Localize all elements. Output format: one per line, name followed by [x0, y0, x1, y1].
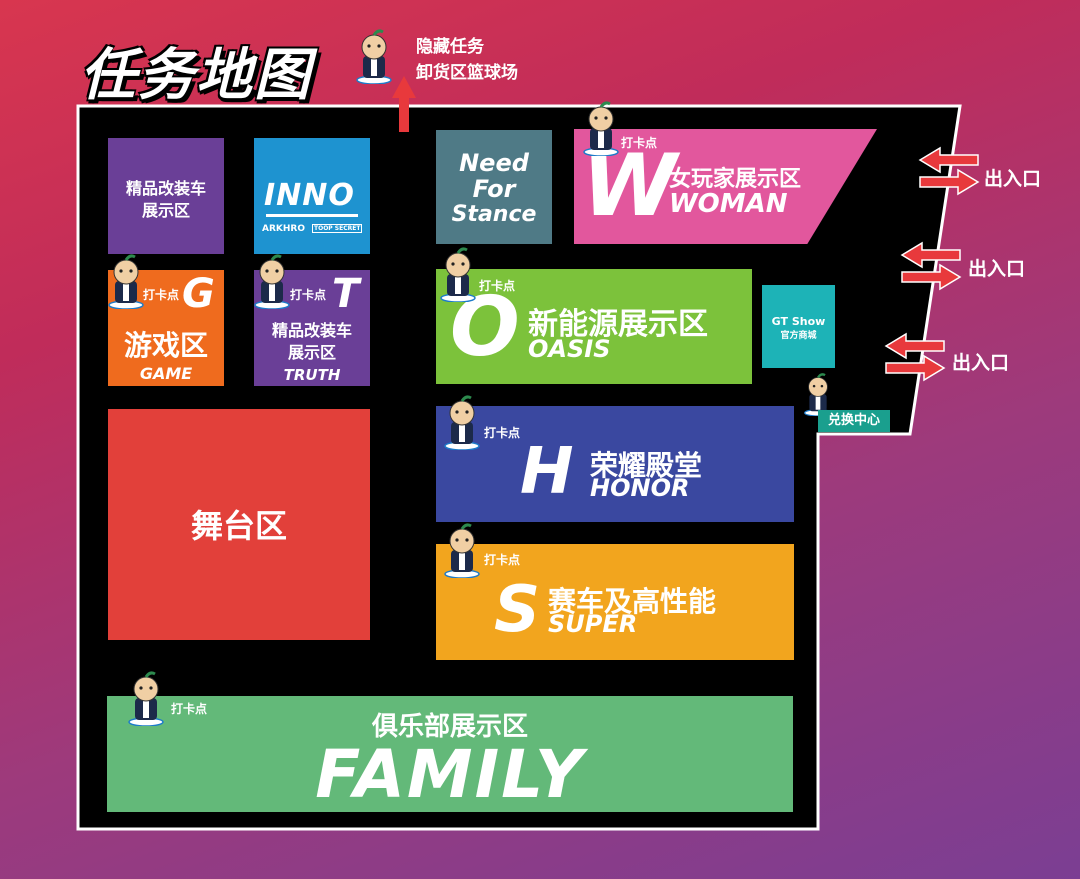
up-arrow-icon: [392, 76, 416, 132]
inno-logo-underline: [266, 214, 358, 217]
checkin-mascot-icon-game: [108, 254, 144, 309]
zone-truth-cn1: 精品改装车: [271, 321, 352, 340]
hidden-mission-text: 隐藏任务 卸货区篮球场: [416, 34, 518, 86]
zone-premium-mod-line1: 精品改装车: [125, 179, 206, 198]
inno-logo: INNO: [264, 178, 355, 213]
zone-super-letter: S: [494, 573, 541, 647]
exit-label-3: 出入口: [952, 352, 1010, 374]
zone-woman[interactable]: W 女玩家展示区 WOMAN: [574, 129, 877, 244]
zone-premium-mod[interactable]: 精品改装车 展示区: [108, 138, 224, 254]
hidden-mission-title: 隐藏任务: [416, 37, 484, 57]
zone-oasis-en: OASIS: [528, 335, 611, 363]
exit-arrows-icon-1: [918, 146, 980, 196]
inno-sub-2: TOOP SECRET: [312, 224, 363, 233]
zone-premium-mod-line2: 展示区: [141, 201, 190, 220]
zone-game-en: GAME: [139, 364, 193, 383]
checkin-mascot-icon-super: [444, 523, 480, 578]
gt-show-line2: 官方商城: [780, 331, 817, 341]
zone-inno[interactable]: INNO ARKHRO TOOP SECRET: [254, 138, 370, 254]
zone-honor-cn: 荣耀殿堂: [590, 449, 703, 482]
nfs-line3: Stance: [451, 202, 537, 227]
exit-arrows-icon-3: [884, 332, 946, 382]
checkin-mascot-icon-woman: [583, 101, 619, 156]
exchange-center-label[interactable]: 兑换中心: [818, 410, 890, 432]
zone-family-cn: 俱乐部展示区: [371, 712, 528, 742]
checkin-mascot-icon-honor: [444, 395, 480, 450]
zone-woman-cn: 女玩家展示区: [669, 167, 802, 192]
zone-truth-letter: T: [332, 271, 360, 317]
checkin-label-truth: 打卡点: [290, 288, 327, 302]
mascot-icon: [356, 29, 392, 84]
checkin-label-game: 打卡点: [143, 288, 180, 302]
zone-honor-letter: H: [520, 435, 574, 509]
exit-label-1: 出入口: [984, 168, 1042, 190]
zone-family[interactable]: 俱乐部展示区 FAMILY: [107, 696, 793, 812]
exit-arrows-icon-2: [900, 241, 962, 291]
checkin-mascot-icon-truth: [254, 254, 290, 309]
zone-honor-en: HONOR: [590, 474, 690, 502]
zone-oasis-cn: 新能源展示区: [528, 307, 708, 342]
zone-truth-en: TRUTH: [283, 366, 341, 384]
zone-stage-cn: 舞台区: [190, 507, 287, 545]
checkin-mascot-icon-oasis: [440, 247, 476, 302]
zone-game-cn: 游戏区: [123, 329, 208, 362]
checkin-mascot-icon-family: [128, 671, 164, 726]
inno-sub-1: ARKHRO: [262, 224, 305, 234]
zone-super-en: SUPER: [548, 610, 638, 638]
zone-game-letter: G: [182, 271, 215, 317]
zone-honor[interactable]: H 荣耀殿堂 HONOR: [436, 406, 794, 522]
zone-woman-letter: W: [582, 136, 677, 236]
gt-show-line1: GT Show: [771, 315, 826, 328]
zone-truth-cn2: 展示区: [287, 343, 336, 362]
checkin-label-honor: 打卡点: [484, 426, 521, 440]
zone-woman-en: WOMAN: [669, 189, 788, 219]
checkin-label-oasis: 打卡点: [479, 279, 516, 293]
zone-super-cn: 赛车及高性能: [548, 585, 717, 618]
checkin-label-woman: 打卡点: [621, 136, 658, 150]
nfs-line2: For: [472, 175, 516, 203]
zone-oasis[interactable]: O 新能源展示区 OASIS: [436, 269, 752, 384]
zone-stage[interactable]: 舞台区: [108, 409, 370, 640]
checkin-label-super: 打卡点: [484, 553, 521, 567]
nfs-line1: Need: [459, 149, 529, 177]
hidden-mission-location: 卸货区篮球场: [416, 63, 518, 83]
page-title: 任务地图: [80, 43, 312, 108]
zone-family-en: FAMILY: [315, 736, 585, 812]
exit-label-2: 出入口: [968, 258, 1026, 280]
zone-gt-show[interactable]: GT Show 官方商城: [762, 285, 835, 368]
zone-need-for-stance[interactable]: Need For Stance: [436, 130, 552, 244]
checkin-label-family: 打卡点: [171, 702, 208, 716]
zone-super[interactable]: S 赛车及高性能 SUPER: [436, 544, 794, 660]
